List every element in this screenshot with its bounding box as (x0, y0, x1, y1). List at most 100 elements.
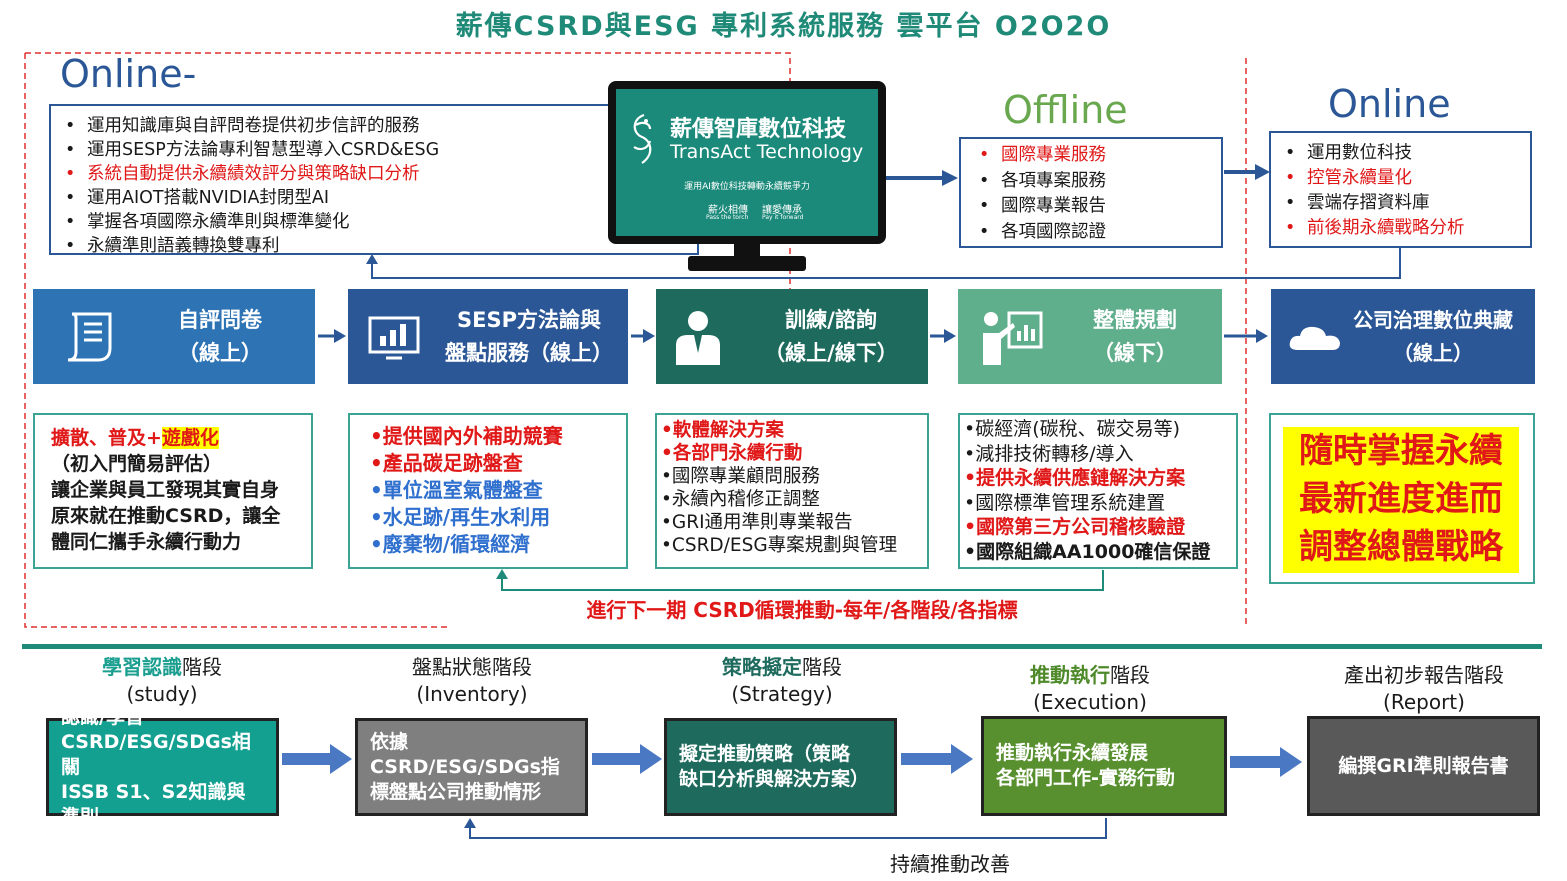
online-right-list: 運用數位科技控管永續量化雲端存摺資料庫前後期永續戰略分析 (1271, 141, 1530, 241)
phase-box-text: 編撰GRI準則報告書 (1338, 754, 1509, 777)
monitor-frame: 薪傳智庫數位科技 TransAct Technology 運用AI數位科技轉動永… (608, 81, 886, 244)
monitor-stand (688, 256, 806, 271)
continuous-bracket (469, 818, 1107, 839)
cloud-icon (1289, 326, 1340, 350)
phase-heading: 盤點狀態階段 (Inventory) (372, 654, 572, 708)
phase-subtitle: (Inventory) (416, 682, 528, 706)
online-left-list: 運用知識庫與自評問卷提供初步信評的服務運用SESP方法論專利智慧型導入CSRD&… (51, 114, 697, 258)
consultant-icon (676, 310, 720, 365)
stage-label: 訓練/諮詢 （線上/線下） (764, 307, 898, 365)
phase-box: 推動執行永續發展 各部門工作-實務行動 (981, 716, 1227, 816)
phase-box: 編撰GRI準則報告書 (1307, 716, 1540, 816)
list-item: 系統自動提供永續績效評分與策略缺口分析 (65, 162, 697, 186)
detail-digital-archive: 隨時掌握永續最新進度進而調整總體戰略 (1269, 413, 1535, 584)
list-item: 各項國際認證 (979, 220, 1221, 246)
company-tagline: 運用AI數位科技轉動永續競爭力 (684, 182, 810, 192)
stage-sesp: SESP方法論與 盤點服務（線上） (348, 289, 628, 384)
phase-name-highlight: 學習認識 (102, 655, 182, 679)
list-item: 雲端存摺資料庫 (1285, 191, 1530, 216)
phase-name-rest: 階段 (1110, 663, 1150, 687)
monitor-neck (734, 244, 760, 258)
detail-line: •提供永續供應鏈解決方案 (964, 467, 1186, 489)
detail-line: •提供國內外補助競賽 (370, 424, 563, 448)
online-left-heading: Online- (60, 52, 197, 96)
online-right-panel: 運用數位科技控管永續量化雲端存摺資料庫前後期永續戰略分析 (1269, 131, 1532, 248)
detail-line: •減排技術轉移/導入 (964, 442, 1134, 465)
list-item: 各項專案服務 (979, 169, 1221, 195)
detail-line: •永續內稽修正調整 (661, 489, 820, 510)
list-item: 控管永續量化 (1285, 166, 1530, 191)
motto-1-zh: 薪火相傳 (708, 205, 748, 216)
list-item: 國際專業報告 (979, 194, 1221, 220)
online-right-heading: Online (1328, 82, 1451, 126)
cycle-bracket (501, 570, 1104, 591)
bar-chart-icon (368, 316, 420, 359)
company-name-zh: 薪傳智庫數位科技 (670, 117, 847, 142)
company-name-en: TransAct Technology (670, 141, 864, 163)
page-title: 薪傳CSRD與ESG 專利系統服務 雲平台 O2O2O (455, 11, 1112, 42)
motto-2-zh: 讓愛傳承 (762, 205, 802, 216)
detail-5-highlight: 隨時掌握永續最新進度進而調整總體戰略 (1283, 427, 1519, 573)
detail-line: •廢棄物/循環經濟 (370, 532, 531, 556)
section-divider (22, 644, 1542, 649)
stage-training: 訓練/諮詢 （線上/線下） (656, 289, 928, 384)
detail-training: •軟體解決方案•各部門永續行動•國際專業顧問服務•永續內稽修正調整•GRI通用準… (655, 413, 929, 569)
stage-self-assessment: 自評問卷 （線上） (33, 289, 315, 384)
list-item: 運用AIOT搭載NVIDIA封閉型AI (65, 186, 697, 210)
phase-name-rest: 產出初步報告階段 (1344, 663, 1504, 687)
phase-box-text: 推動執行永續發展 各部門工作-實務行動 (996, 742, 1175, 789)
detail-line: •水足跡/再生水利用 (370, 505, 551, 529)
detail-line: •碳經濟(碳稅、碳交易等) (964, 418, 1181, 440)
detail-line: •CSRD/ESG專案規劃與管理 (661, 535, 898, 556)
phase-name-rest: 盤點狀態階段 (412, 655, 532, 679)
phase-subtitle: (study) (126, 682, 198, 706)
detail-self-assessment: 擴散、普及+遊戲化 （初入門簡易評估） 讓企業與員工發現其實自身 原來就在推動C… (33, 413, 313, 569)
phase-box-text: 擬定推動策略（策略 缺口分析與解決方案） (679, 743, 870, 790)
online-left-panel: 運用知識庫與自評問卷提供初步信評的服務運用SESP方法論專利智慧型導入CSRD&… (49, 104, 699, 258)
detail-line: •各部門永續行動 (661, 443, 803, 464)
dragon-logo-icon (633, 113, 652, 164)
phase-name-highlight: 推動執行 (1030, 663, 1110, 687)
detail-1-line1: 擴散、普及+ (51, 427, 162, 449)
detail-sesp: •提供國內外補助競賽•產品碳足跡盤查•單位溫室氣體盤查•水足跡/再生水利用•廢棄… (348, 413, 628, 569)
phase-subtitle: (Report) (1383, 690, 1465, 714)
detail-line: •國際專業顧問服務 (661, 466, 820, 487)
detail-line: •國際組織AA1000確信保證 (964, 540, 1211, 563)
phase-heading: 推動執行階段(Execution) (990, 662, 1190, 716)
detail-line: •國際第三方公司稽核驗證 (964, 516, 1186, 538)
list-item: 國際專業服務 (979, 143, 1221, 169)
feedback-line-top (371, 248, 1401, 279)
phase-heading: 策略擬定階段(Strategy) (682, 654, 882, 708)
stage-label: 自評問卷 （線上） (178, 307, 262, 365)
offline-panel: 國際專業服務各項專案服務國際專業報告各項國際認證 (959, 137, 1223, 248)
detail-line: •單位溫室氣體盤查 (370, 478, 543, 502)
list-item: 掌握各項國際永續準則與標準變化 (65, 210, 697, 234)
motto-2-en: Pay it forward (762, 214, 804, 221)
continuous-improvement-text: 持續推動改善 (890, 852, 1010, 876)
detail-1-line: 讓企業與員工發現其實自身 (51, 479, 280, 501)
phase-box-text: 認識/學習 CSRD/ESG/SDGs相關 ISSB S1、S2知識與準則 (61, 705, 251, 828)
motto-1-en: Pass the torch (706, 214, 749, 221)
list-item: 運用知識庫與自評問卷提供初步信評的服務 (65, 114, 697, 138)
offline-heading: Offline (1003, 88, 1128, 132)
list-item: 永續準則語義轉換雙專利 (65, 234, 697, 258)
detail-1-line: （初入門簡易評估） (51, 453, 223, 475)
monitor-screen: 薪傳智庫數位科技 TransAct Technology 運用AI數位科技轉動永… (616, 89, 878, 236)
phase-box: 認識/學習 CSRD/ESG/SDGs相關 ISSB S1、S2知識與準則 (46, 706, 279, 828)
stage-planning: 整體規劃 （線下） (958, 289, 1222, 384)
document-icon (67, 312, 112, 361)
list-item: 運用數位科技 (1285, 141, 1530, 166)
detail-line: •國際標準管理系統建置 (964, 491, 1166, 514)
detail-planning: •碳經濟(碳稅、碳交易等)•減排技術轉移/導入•提供永續供應鏈解決方案•國際標準… (958, 413, 1238, 569)
phase-box-text: 依據 CSRD/ESG/SDGs指 標盤點公司推動情形 (370, 730, 560, 803)
phase-name-highlight: 策略擬定 (722, 655, 802, 679)
phase-box: 擬定推動策略（策略 缺口分析與解決方案） (664, 718, 897, 816)
phase-name-rest: 階段 (182, 655, 222, 679)
phase-heading: 產出初步報告階段 (Report) (1304, 662, 1544, 716)
detail-line: •軟體解決方案 (661, 420, 784, 441)
stage-label: 整體規劃 （線下） (1093, 307, 1177, 365)
detail-1-gamification: 遊戲化 (161, 427, 219, 449)
phase-box: 依據 CSRD/ESG/SDGs指 標盤點公司推動情形 (355, 718, 588, 816)
detail-1-line: 原來就在推動CSRD，讓全 (51, 505, 281, 527)
